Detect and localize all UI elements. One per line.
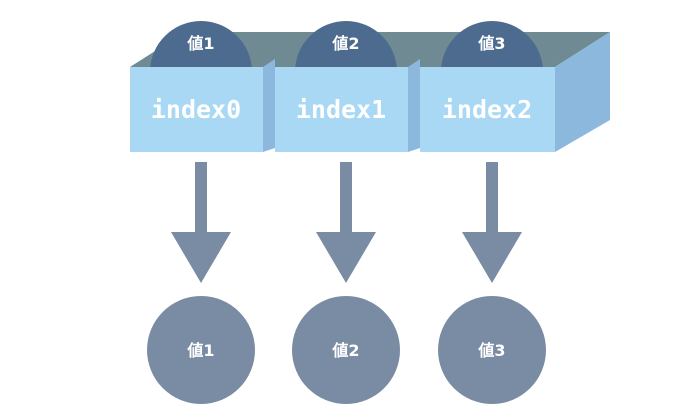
- array-value-label: 値3: [477, 34, 505, 53]
- array-value-label: 値2: [331, 34, 359, 53]
- array-value-label: 値1: [186, 34, 214, 53]
- output-circle: [292, 296, 400, 404]
- index-label: index1: [296, 95, 386, 124]
- output-node: 値1: [147, 296, 255, 404]
- output-label: 値2: [331, 341, 359, 360]
- down-arrow: [316, 162, 376, 283]
- down-arrow: [171, 162, 231, 283]
- array-cell: 値2 index1: [275, 21, 420, 152]
- array-side-face: [555, 32, 610, 152]
- cell-separator: [263, 59, 275, 152]
- index-label: index0: [151, 95, 241, 124]
- output-circle: [147, 296, 255, 404]
- array-cell-front: [420, 67, 555, 152]
- output-node: 値3: [438, 296, 546, 404]
- output-node: 値2: [292, 296, 400, 404]
- index-label: index2: [442, 95, 532, 124]
- output-circle: [438, 296, 546, 404]
- output-label: 値1: [186, 341, 214, 360]
- array-cell: 値1 index0: [130, 21, 275, 152]
- output-label: 値3: [477, 341, 505, 360]
- cell-separator: [408, 59, 420, 152]
- array-cell-front: [275, 67, 408, 152]
- down-arrow: [462, 162, 522, 283]
- array-cell-front: [130, 67, 263, 152]
- array-cell: 値3 index2: [420, 21, 555, 152]
